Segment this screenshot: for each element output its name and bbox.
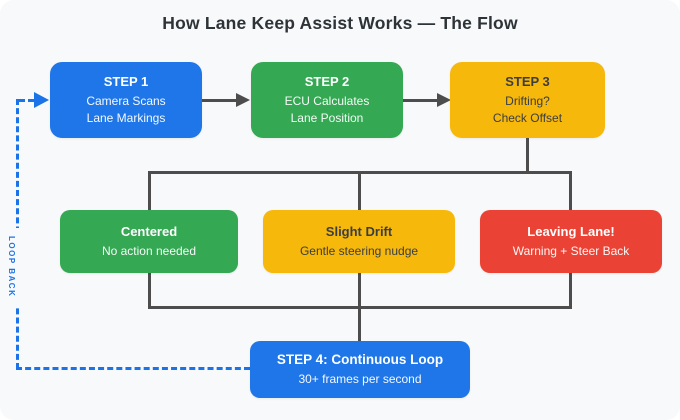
node-title: Centered xyxy=(120,223,178,239)
node-leaving-lane: Leaving Lane! Warning + Steer Back xyxy=(480,210,662,273)
loop-dashed-bottom xyxy=(16,367,250,370)
node-subtitle: Lane Markings xyxy=(86,110,166,125)
node-centered: Centered No action needed xyxy=(60,210,238,273)
connector-step3-branch xyxy=(526,138,529,174)
node-subtitle: 30+ frames per second xyxy=(298,371,422,386)
node-step3: STEP 3 Drifting? Check Offset xyxy=(450,62,605,138)
node-title: Leaving Lane! xyxy=(527,223,615,239)
node-step2: STEP 2 ECU Calculates Lane Position xyxy=(251,62,403,138)
connector-step1-step2 xyxy=(202,99,238,102)
node-step1: STEP 1 Camera Scans Lane Markings xyxy=(50,62,202,138)
node-title: STEP 1 xyxy=(103,74,149,89)
node-subtitle: Lane Position xyxy=(290,110,364,125)
loop-arrowhead-icon xyxy=(34,92,49,108)
connector-branch-leaving-lane xyxy=(569,171,572,210)
node-title: Slight Drift xyxy=(325,223,393,239)
connector-slight-drift-merge xyxy=(358,273,361,307)
page-title: How Lane Keep Assist Works — The Flow xyxy=(162,13,518,33)
node-subtitle: Check Offset xyxy=(492,110,563,125)
arrowhead-right-icon xyxy=(236,93,250,107)
node-subtitle: Gentle steering nudge xyxy=(299,243,419,258)
connector-branch-centered xyxy=(148,171,151,210)
node-step4: STEP 4: Continuous Loop 30+ frames per s… xyxy=(250,341,470,398)
connector-centered-merge xyxy=(148,273,151,307)
node-subtitle: Camera Scans xyxy=(86,94,166,108)
node-title: STEP 3 xyxy=(505,74,550,89)
node-slight-drift: Slight Drift Gentle steering nudge xyxy=(263,210,455,273)
connector-leaving-lane-merge xyxy=(569,273,572,307)
node-subtitle: Drifting? xyxy=(505,94,550,108)
loop-back-label: LOOP BACK xyxy=(3,228,20,306)
arrowhead-right-icon xyxy=(437,93,451,107)
node-subtitle: No action needed xyxy=(101,243,197,258)
node-title: STEP 4: Continuous Loop xyxy=(276,351,444,367)
connector-branch-slight-drift xyxy=(358,171,361,210)
node-subtitle: Warning + Steer Back xyxy=(512,243,630,258)
loop-dashed-top xyxy=(19,99,34,102)
connector-step2-step3 xyxy=(403,99,439,102)
node-title: STEP 2 xyxy=(304,74,350,89)
node-subtitle: ECU Calculates xyxy=(284,94,370,108)
connector-merge-step4 xyxy=(358,306,361,341)
